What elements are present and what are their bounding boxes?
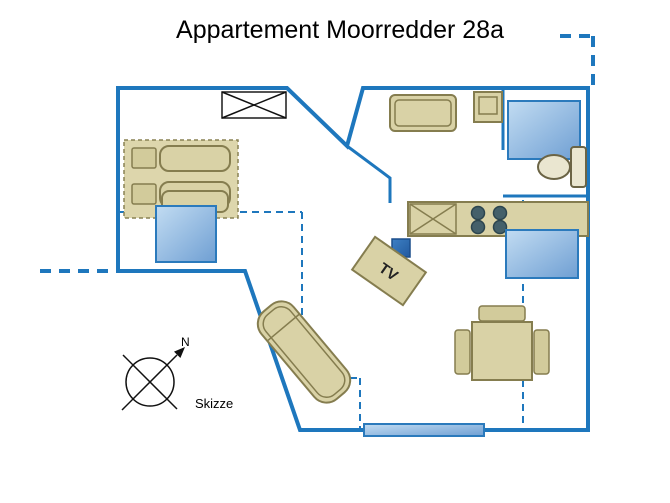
dining-table: [471, 321, 533, 381]
sink-cross-line: [409, 203, 457, 235]
kitchen-sink: [409, 203, 457, 235]
lounger: [256, 300, 352, 404]
kitchen-blue-mat: [505, 229, 579, 279]
stove-burner: [470, 219, 486, 235]
stove-burner: [492, 205, 508, 221]
hall-cabinet: [473, 91, 503, 123]
tv-table-body: [350, 235, 428, 307]
window-x-icon: [221, 91, 287, 119]
lounger-body: [256, 300, 352, 404]
toilet: [537, 146, 587, 188]
bed-mattress: [159, 145, 231, 172]
bottom-wall-window: [363, 423, 485, 437]
compass-cross-line: [122, 354, 178, 410]
entrance-hall-wall: [346, 144, 392, 203]
compass-arrowhead: [174, 347, 185, 358]
toilet-tank: [570, 146, 587, 188]
compass-rose-icon: N: [121, 335, 190, 411]
chair-left: [454, 329, 471, 375]
sketch-label: Skizze: [195, 396, 233, 411]
lounger-pillow-line: [266, 313, 300, 342]
tv-table: TV: [350, 235, 428, 307]
cabinet-inner: [478, 96, 498, 115]
wardrobe-inner: [394, 99, 452, 127]
window-cross-line: [221, 91, 287, 119]
toilet-bowl: [537, 154, 571, 180]
wardrobe: [389, 94, 457, 132]
compass-circle: [125, 357, 175, 407]
lounger-inner: [262, 306, 346, 398]
stove-burner: [470, 205, 486, 221]
stove-burner: [492, 219, 508, 235]
chair-top: [478, 305, 526, 322]
bed-pillow: [131, 147, 157, 169]
bed-pillow: [131, 183, 157, 205]
page-title: Appartement Moorredder 28a: [176, 16, 504, 44]
kitchen-counter: [407, 201, 589, 237]
wardrobe-body: [389, 94, 457, 132]
bedroom-blue-mat: [155, 205, 217, 263]
chair-right: [533, 329, 550, 375]
north-label: N: [181, 335, 190, 349]
dining-set: [454, 305, 550, 381]
shower: [507, 100, 581, 160]
